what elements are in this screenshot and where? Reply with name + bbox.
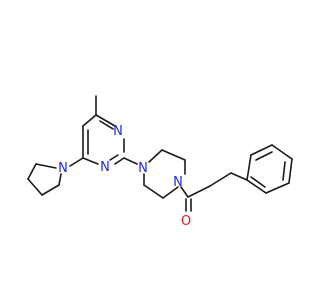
bond — [246, 154, 252, 181]
bond — [288, 158, 293, 184]
bond — [250, 144, 273, 156]
bonds — [27, 95, 293, 212]
molecule-diagram: N N N N N O — [27, 95, 293, 229]
bond — [82, 114, 97, 127]
bond — [69, 157, 84, 167]
bond — [271, 144, 293, 160]
atom-labels: N N N N N O — [58, 124, 191, 229]
bond — [27, 178, 43, 196]
bond — [250, 176, 266, 188]
bond — [82, 157, 99, 165]
bond — [114, 157, 125, 165]
atom-o-carbonyl: O — [181, 214, 191, 229]
bond — [123, 157, 138, 165]
bond — [148, 149, 163, 163]
bond — [230, 172, 248, 181]
bond — [180, 186, 189, 198]
bond — [27, 163, 37, 180]
bond — [209, 172, 232, 187]
bond — [35, 163, 57, 169]
bond — [162, 186, 179, 199]
bond — [95, 114, 116, 127]
bond — [282, 161, 286, 181]
bond — [109, 154, 119, 161]
bond — [58, 173, 62, 186]
bond — [99, 120, 114, 130]
atom-n-pyrrolidine: N — [58, 161, 68, 176]
bond — [187, 185, 211, 198]
bond — [265, 182, 290, 194]
bond — [41, 184, 60, 196]
bond — [255, 151, 273, 161]
bond — [161, 149, 186, 161]
atom-n-pyrimidine-bottom: N — [100, 160, 110, 175]
atom-n-piperazine-bottom: N — [173, 175, 183, 190]
atom-n-piperazine-top: N — [138, 161, 148, 176]
structure-svg: N N N N N O — [27, 95, 293, 229]
bond — [143, 184, 164, 199]
bond — [246, 179, 267, 194]
atom-n-pyrimidine-top: N — [113, 124, 123, 139]
